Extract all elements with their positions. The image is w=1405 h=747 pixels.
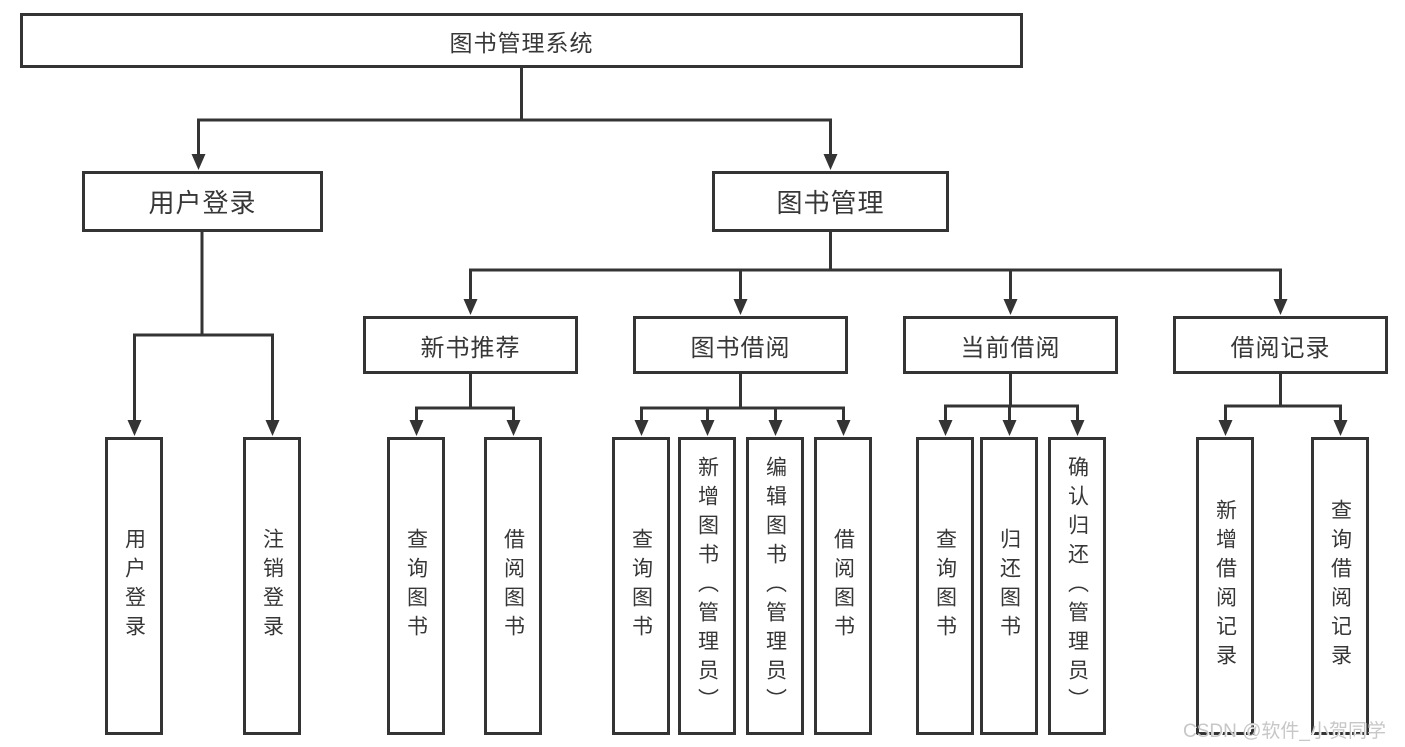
node-label: 查询图书 (404, 528, 428, 644)
arrowhead-down-icon (127, 420, 142, 436)
leaf-borrowing-add-books-admin: 新增图书（管理员） (678, 437, 736, 735)
node-label: 图书管理 (776, 188, 885, 218)
leaf-records-query-record: 查询借阅记录 (1311, 437, 1369, 735)
node-library-system: 图书管理系统 (20, 13, 1023, 68)
leaf-records-add-record: 新增借阅记录 (1196, 437, 1254, 735)
arrowhead-down-icon (938, 420, 953, 436)
node-label: 图书管理系统 (449, 29, 594, 56)
arrowhead-down-icon (823, 154, 838, 170)
leaf-current-return-books: 归还图书 (980, 437, 1038, 735)
node-user-login: 用户登录 (82, 171, 323, 232)
arrowhead-down-icon (1218, 420, 1233, 436)
leaf-recommend-query-books: 查询图书 (387, 437, 445, 735)
arrowhead-down-icon (409, 420, 424, 436)
node-current-borrowing: 当前借阅 (903, 316, 1118, 374)
node-label: 用户登录 (148, 188, 257, 218)
node-label: 借阅图书 (501, 528, 525, 644)
leaf-current-query-books: 查询图书 (916, 437, 974, 735)
node-label: 借阅图书 (831, 528, 855, 644)
arrowhead-down-icon (1002, 420, 1017, 436)
node-label: 归还图书 (997, 528, 1021, 644)
node-label: 编辑图书（管理员） (763, 455, 787, 717)
node-book-borrowing: 图书借阅 (633, 316, 848, 374)
arrowhead-down-icon (768, 420, 783, 436)
arrowhead-down-icon (1070, 420, 1085, 436)
connector-path (133, 68, 1342, 422)
node-label: 当前借阅 (960, 334, 1061, 362)
node-label: 查询图书 (629, 528, 653, 644)
node-borrowing-records: 借阅记录 (1173, 316, 1388, 374)
arrowhead-down-icon (836, 420, 851, 436)
leaf-user-login: 用户登录 (105, 437, 163, 735)
node-label: 确认归还（管理员） (1065, 455, 1089, 717)
node-label: 用户登录 (122, 528, 146, 644)
leaf-borrowing-borrow-books: 借阅图书 (814, 437, 872, 735)
arrowhead-down-icon (506, 420, 521, 436)
node-label: 注销登录 (260, 528, 284, 644)
node-book-management: 图书管理 (712, 171, 949, 232)
arrowhead-down-icon (700, 420, 715, 436)
node-label: 图书借阅 (690, 334, 791, 362)
leaf-logout: 注销登录 (243, 437, 301, 735)
node-new-book-recommend: 新书推荐 (363, 316, 578, 374)
leaf-recommend-borrow-books: 借阅图书 (484, 437, 542, 735)
leaf-borrowing-edit-books-admin: 编辑图书（管理员） (746, 437, 804, 735)
watermark: CSDN @软件_小贺同学 (1183, 721, 1386, 742)
arrowhead-down-icon (1273, 299, 1288, 315)
node-label: 查询借阅记录 (1328, 499, 1352, 673)
arrowhead-down-icon (191, 154, 206, 170)
arrowhead-down-icon (634, 420, 649, 436)
arrowheads (127, 154, 1348, 436)
node-label: 新书推荐 (420, 334, 521, 362)
node-label: 借阅记录 (1230, 334, 1331, 362)
node-label: 查询图书 (933, 528, 957, 644)
arrowhead-down-icon (733, 299, 748, 315)
arrowhead-down-icon (1333, 420, 1348, 436)
node-label: 新增借阅记录 (1213, 499, 1237, 673)
arrowhead-down-icon (265, 420, 280, 436)
leaf-current-confirm-return-admin: 确认归还（管理员） (1048, 437, 1106, 735)
node-label: 新增图书（管理员） (695, 455, 719, 717)
arrowhead-down-icon (463, 299, 478, 315)
leaf-borrowing-query-books: 查询图书 (612, 437, 670, 735)
arrowhead-down-icon (1003, 299, 1018, 315)
